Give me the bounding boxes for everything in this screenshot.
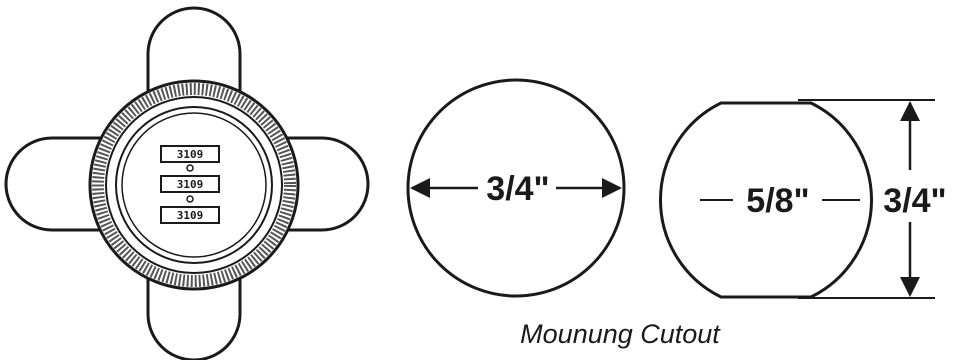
counter-row-3: 3109 [177,209,204,222]
lock-counter: 3109 3109 3109 [160,145,220,224]
counter-row-1: 3109 [177,148,204,161]
round-cutout: 3/4" [406,78,626,298]
flat-cutout: 5/8" 3/4" [658,99,947,299]
cutout-caption: Mounung Cutout [520,319,721,349]
flat-cutout-width-label: 5/8" [746,182,809,220]
round-cutout-dimension-label: 3/4" [486,170,549,208]
flat-cutout-height-label: 3/4" [883,182,946,220]
counter-row-2: 3109 [177,178,204,191]
